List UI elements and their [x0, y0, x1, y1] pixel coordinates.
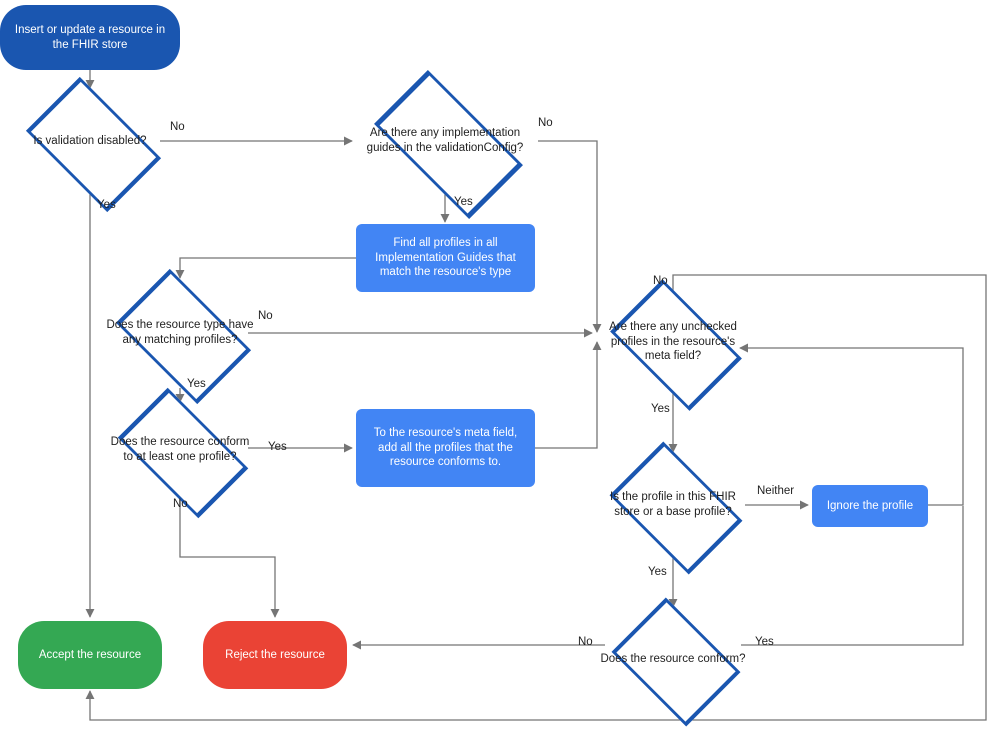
node-find-profiles[interactable]: Find all profiles in all Implementation …	[356, 224, 535, 292]
edge-label-guides-no: No	[538, 117, 553, 129]
edge-resourceconform-yes	[741, 506, 964, 646]
node-matching-profiles-label: Does the resource type have any matching…	[106, 319, 254, 346]
edge-label-unchecked-no: No	[653, 275, 668, 287]
edge-unchecked-no	[85, 274, 987, 721]
edge-label-matching-no: No	[258, 310, 273, 322]
edge-label-conformone-no: No	[173, 498, 188, 510]
edge-label-profileinstore-neither: Neither	[757, 485, 795, 497]
edge-label-guides-yes: Yes	[454, 196, 473, 208]
node-accept-resource-label: Accept the resource	[38, 648, 142, 661]
node-add-profiles-meta[interactable]: To the resource's meta field, add all th…	[356, 409, 535, 487]
edge-label-resourceconform-yes: Yes	[755, 636, 774, 648]
node-resource-conform-label: Does the resource conform?	[600, 652, 746, 665]
edge-label-validation-yes: Yes	[97, 199, 116, 211]
edge-label-conformone-yes: Yes	[268, 441, 287, 453]
node-is-validation-disabled-label: Is validation disabled?	[33, 134, 147, 147]
node-accept-resource[interactable]: Accept the resource	[18, 621, 162, 689]
edge-label-unchecked-yes: Yes	[651, 403, 670, 415]
edge-label-resourceconform-no: No	[578, 636, 593, 648]
node-unchecked-profiles[interactable]: Are there any unchecked profiles in the …	[593, 279, 753, 411]
node-unchecked-profiles-label: Are there any unchecked profiles in the …	[609, 320, 737, 363]
node-ignore-profile[interactable]: Ignore the profile	[812, 485, 928, 527]
edge-addprofiles-to-unchecked	[535, 341, 602, 449]
node-conform-one-profile[interactable]: Does the resource conform to at least on…	[100, 387, 260, 519]
edge-label-matching-yes: Yes	[187, 378, 206, 390]
edge-label-profileinstore-yes: Yes	[648, 566, 667, 578]
node-is-validation-disabled[interactable]: Is validation disabled?	[10, 76, 170, 212]
node-implementation-guides-label: Are there any implementation guides in t…	[366, 127, 524, 154]
edge-guides-no	[538, 140, 602, 333]
edge-findprofiles-to-matching	[175, 257, 356, 279]
node-matching-profiles[interactable]: Does the resource type have any matching…	[100, 268, 260, 404]
node-start-label: Insert or update a resource in the FHIR …	[14, 23, 166, 51]
node-profile-in-store-label: Is the profile in this FHIR store or a b…	[610, 491, 736, 518]
node-find-profiles-label: Find all profiles in all Implementation …	[375, 236, 516, 279]
node-ignore-profile-label: Ignore the profile	[826, 499, 914, 512]
node-reject-resource-label: Reject the resource	[225, 648, 325, 661]
node-profile-in-store[interactable]: Is the profile in this FHIR store or a b…	[593, 441, 753, 575]
node-implementation-guides[interactable]: Are there any implementation guides in t…	[352, 69, 538, 219]
edge-label-validation-no: No	[170, 121, 185, 133]
edge-ignore-to-unchecked	[739, 343, 964, 506]
node-resource-conform[interactable]: Does the resource conform?	[593, 597, 753, 727]
node-reject-resource[interactable]: Reject the resource	[203, 621, 347, 689]
node-conform-one-profile-label: Does the resource conform to at least on…	[110, 436, 250, 463]
edge-conformone-no	[179, 494, 280, 618]
node-start[interactable]: Insert or update a resource in the FHIR …	[0, 5, 180, 70]
node-add-profiles-meta-label: To the resource's meta field, add all th…	[373, 426, 518, 469]
